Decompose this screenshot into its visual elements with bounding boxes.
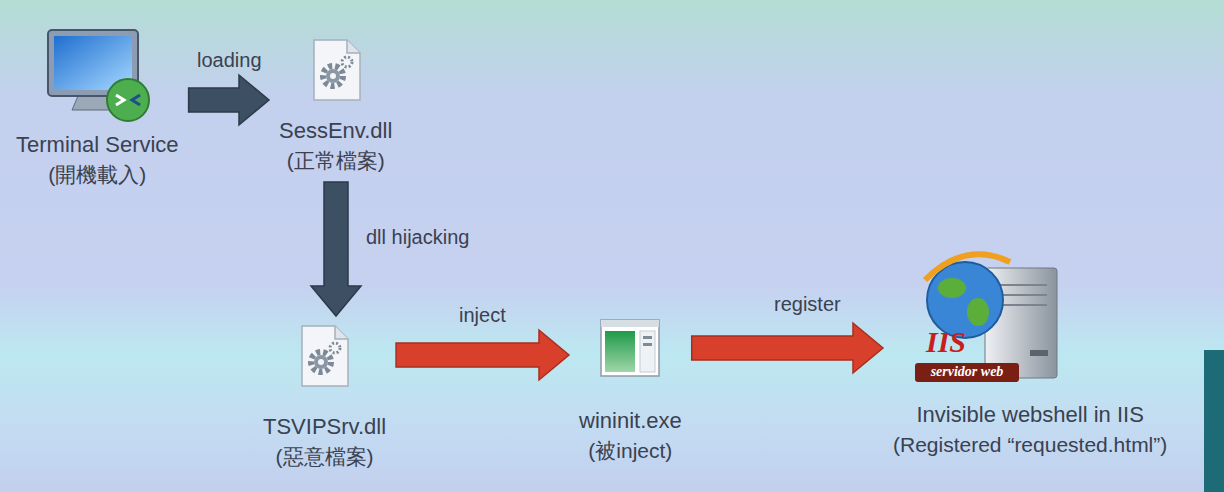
edge-label: loading	[197, 48, 262, 72]
block-arrow	[396, 330, 569, 380]
node-name: wininit.exe	[579, 406, 682, 436]
block-arrow	[189, 75, 269, 125]
node-name: TSVIPSrv.dll	[263, 412, 386, 442]
edge-label: dll hijacking	[366, 225, 469, 249]
iis-server-icon	[915, 254, 1057, 382]
block-arrow	[311, 182, 361, 316]
node-note: (開機載入)	[16, 160, 179, 190]
icon-node: Terminal Service(開機載入)	[12, 28, 183, 190]
window-icon	[601, 320, 659, 376]
icon-node: TSVIPSrv.dll(惡意檔案)	[259, 322, 390, 472]
node-note: (被inject)	[579, 436, 682, 466]
edge-label: register	[774, 292, 841, 316]
block-arrow	[692, 323, 883, 373]
node-note: (Registered “requested.html”)	[893, 430, 1167, 460]
icon-node: wininit.exe(被inject)	[575, 318, 686, 466]
edge-label: inject	[459, 303, 506, 327]
logo-text: IIS	[926, 326, 966, 358]
slide-edge	[1204, 350, 1224, 492]
dll-file-icon	[314, 40, 360, 100]
dll-file-icon	[302, 326, 348, 386]
node-name: Terminal Service	[16, 130, 179, 160]
node-name: Invisible webshell in IIS	[893, 400, 1167, 430]
node-note: (正常檔案)	[279, 146, 392, 176]
monitor-icon	[48, 30, 149, 121]
node-note: (惡意檔案)	[263, 442, 386, 472]
logo-band-text: servidor web	[931, 364, 1004, 380]
node-name: SessEnv.dll	[279, 116, 392, 146]
icon-node: SessEnv.dll(正常檔案)	[275, 38, 396, 176]
